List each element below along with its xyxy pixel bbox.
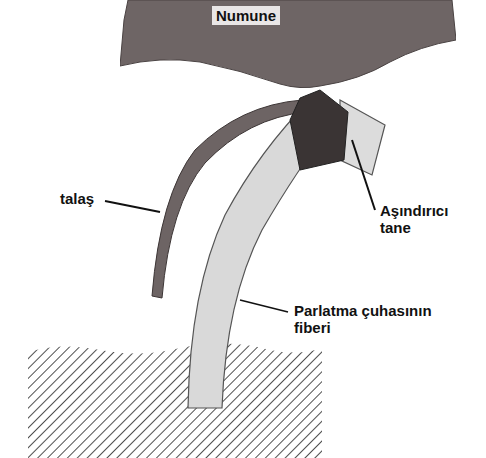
leader-line: [240, 300, 288, 312]
specimen-label: Numune: [212, 6, 280, 25]
part-label: Aşındırıcı tane: [378, 202, 482, 236]
leader-line: [105, 201, 160, 212]
part-label: talaş: [58, 190, 96, 207]
part-label: Parlatma çuhasının fiberi: [292, 302, 456, 336]
specimen: Numune: [120, 0, 456, 92]
base-hatching: [28, 343, 322, 458]
abrasive-grain: [290, 90, 348, 170]
chip: [152, 100, 306, 298]
leader-line: [352, 140, 375, 210]
specimen-shape: [120, 0, 456, 92]
